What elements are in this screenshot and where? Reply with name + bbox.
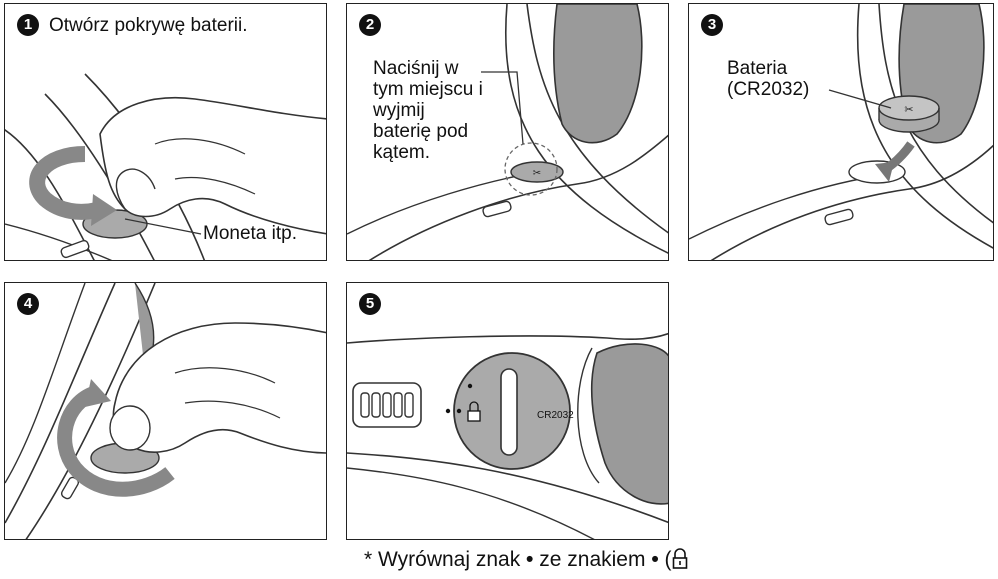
curved-arrow-icon xyxy=(875,141,915,182)
alignment-footnote: * Wyrównaj znak • ze znakiem • ( xyxy=(364,548,688,572)
callout-line: tym miejscu i xyxy=(373,79,483,100)
step-1-illustration xyxy=(5,73,326,260)
footnote-paren: ( xyxy=(664,548,672,571)
step-5-panel: CR2032 5 xyxy=(346,282,669,540)
svg-text:✂: ✂ xyxy=(533,168,541,179)
battery-callout: Bateria (CR2032) xyxy=(727,58,809,100)
step-number-badge: 3 xyxy=(701,14,723,36)
dot-mark: • xyxy=(651,548,659,571)
step-5-illustration xyxy=(347,332,668,539)
lock-icon xyxy=(672,548,687,569)
step-number-badge: 4 xyxy=(17,293,39,315)
cover-marking-layer: CR2032 xyxy=(537,410,574,421)
lock-icon xyxy=(467,401,481,422)
coin-callout: Moneta itp. xyxy=(203,223,297,244)
callout-line: kątem. xyxy=(373,142,431,163)
step-1-panel: 1 Otwórz pokrywę baterii. Moneta itp. xyxy=(4,3,327,261)
svg-text:✂: ✂ xyxy=(904,103,913,116)
step-number-badge: 2 xyxy=(359,14,381,36)
press-callout: Naciśnij w tym miejscu i wyjmij baterię … xyxy=(373,58,483,163)
callout-line: Bateria xyxy=(727,58,788,79)
footnote-prefix: * Wyrównaj znak xyxy=(364,548,521,571)
step-2-panel: ✂ 2 Naciśnij w tym miejscu i wyjmij bate… xyxy=(346,3,669,261)
dot-mark: • xyxy=(526,548,534,571)
step-3-panel: ✂ 3 Bateria (CR2032) xyxy=(688,3,994,261)
cover-marking-text: CR2032 xyxy=(537,410,574,421)
callout-line: wyjmij xyxy=(373,100,425,121)
rotate-arrow-icon xyxy=(29,146,117,226)
step-2-illustration: ✂ xyxy=(347,4,668,260)
step-4-illustration xyxy=(5,283,326,539)
step-4-panel: 4 xyxy=(4,282,327,540)
step-number-badge: 5 xyxy=(359,293,381,315)
rotate-arrow-icon xyxy=(57,379,175,497)
step-number-badge: 1 xyxy=(17,14,39,36)
callout-line: Naciśnij w xyxy=(373,58,459,79)
callout-line: (CR2032) xyxy=(727,79,810,100)
footnote-middle: ze znakiem xyxy=(539,548,646,571)
step-1-caption: Otwórz pokrywę baterii. xyxy=(49,15,248,36)
step-3-illustration: ✂ xyxy=(689,4,993,260)
callout-line: baterię pod xyxy=(373,121,469,142)
